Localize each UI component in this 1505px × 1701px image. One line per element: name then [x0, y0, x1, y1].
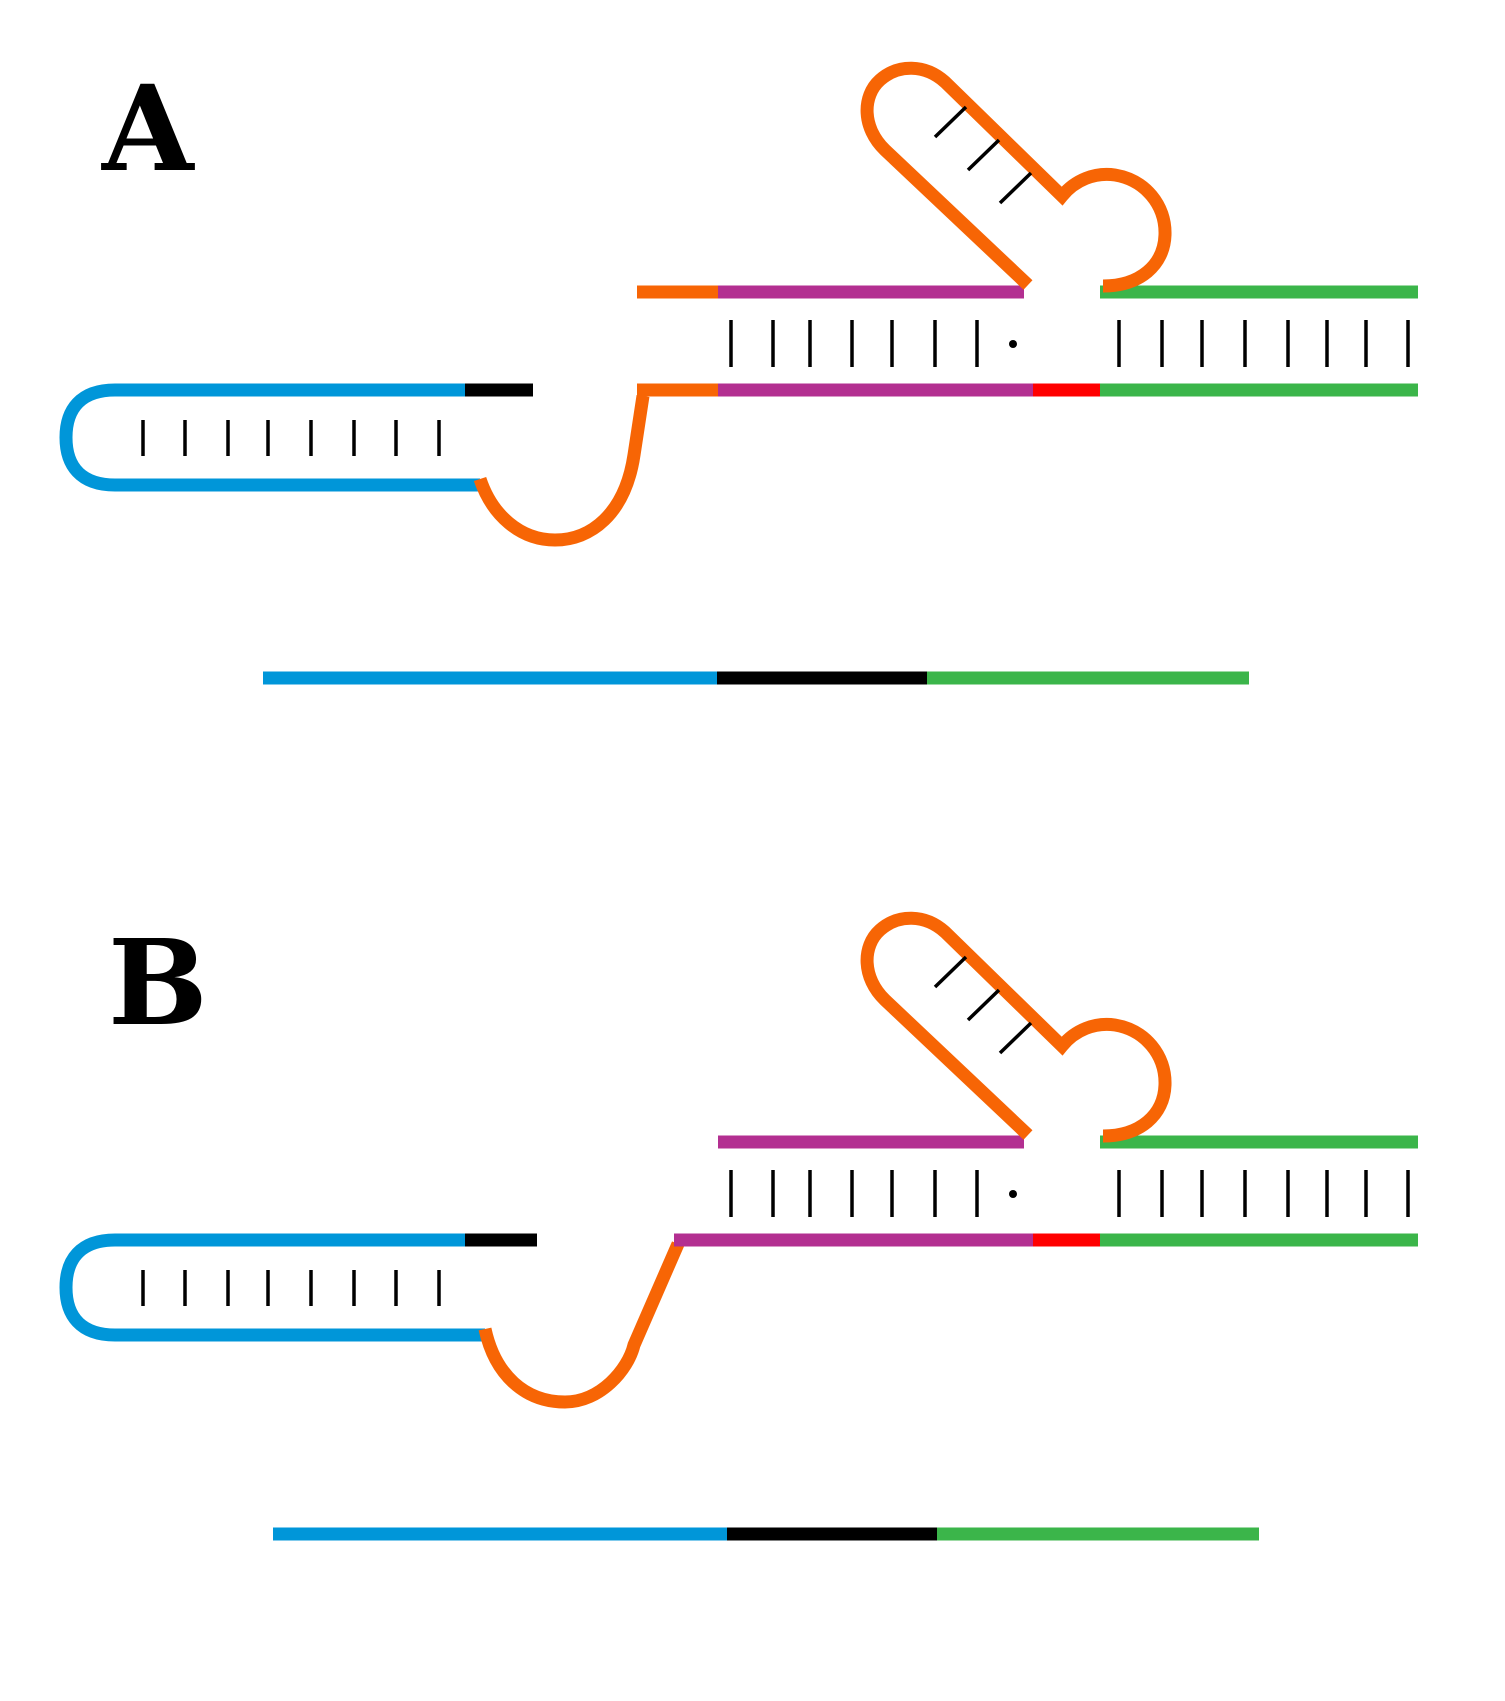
panel-a: A	[59, 59, 1418, 685]
hairpin-structure	[59, 1233, 537, 1342]
stem-loop-base-pair-tick	[933, 105, 968, 139]
panel-b: B	[59, 911, 1418, 1541]
stem-loop-structure	[860, 61, 1172, 293]
stem-loop-base-pair-tick	[966, 988, 1001, 1022]
hairpin-structure	[59, 383, 533, 492]
hairpin-blue-strand	[59, 1233, 485, 1342]
orange-stem-loop	[860, 911, 1172, 1143]
stem-loop-base-pair-tick	[998, 171, 1033, 205]
hairpin-blue-strand	[59, 383, 480, 492]
stem-loop-base-pair-tick	[998, 1021, 1033, 1055]
stem-loop-base-pair-tick	[966, 138, 1001, 172]
orange-linker-loop	[473, 395, 650, 547]
panel-label-b: B	[108, 913, 208, 1052]
orange-stem-loop	[860, 61, 1172, 293]
stem-loop-base-pair-tick	[933, 955, 968, 989]
wobble-pair-dot	[1009, 1190, 1017, 1198]
orange-linker-loop	[478, 1241, 684, 1409]
wobble-pair-dot	[1009, 340, 1017, 348]
panel-label-a: A	[101, 59, 195, 198]
stem-loop-structure	[860, 911, 1172, 1143]
